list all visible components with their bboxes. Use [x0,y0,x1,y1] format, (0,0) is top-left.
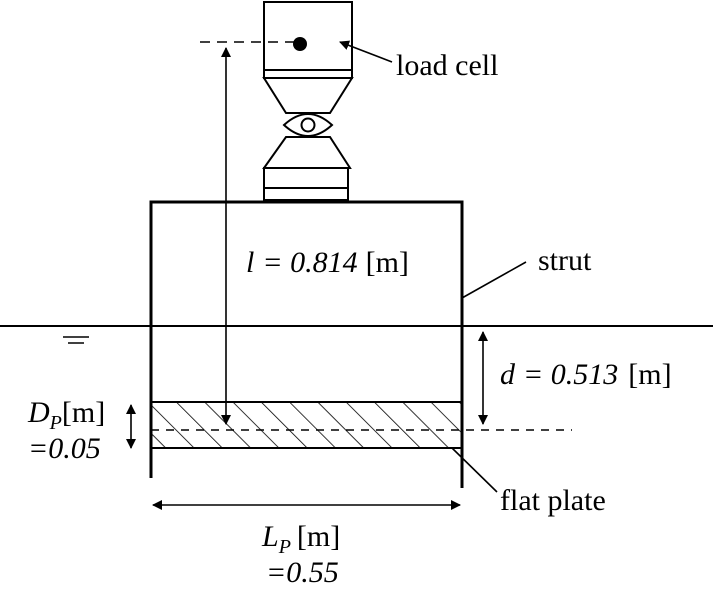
strut-leader [461,261,527,299]
load-cell-leader [339,40,393,63]
flat-plate-leader [451,447,498,493]
water-surface [0,325,713,344]
l-dimension-label: l= 0.814[m] [246,246,409,279]
strut-label: strut [538,244,592,277]
lp-value: =0.55 [266,556,339,589]
load-cell-label: load cell [396,49,498,82]
strut-frame [149,200,464,488]
load-cell [262,1,354,201]
flat-plate-label: flat plate [500,484,606,517]
flat-plate [150,401,463,449]
dp-label: DP[m] [27,396,105,434]
d-dimension-label: d= 0.513[m] [500,358,672,391]
lp-label: LP[m] [261,520,340,558]
dp-value: =0.05 [28,432,101,465]
